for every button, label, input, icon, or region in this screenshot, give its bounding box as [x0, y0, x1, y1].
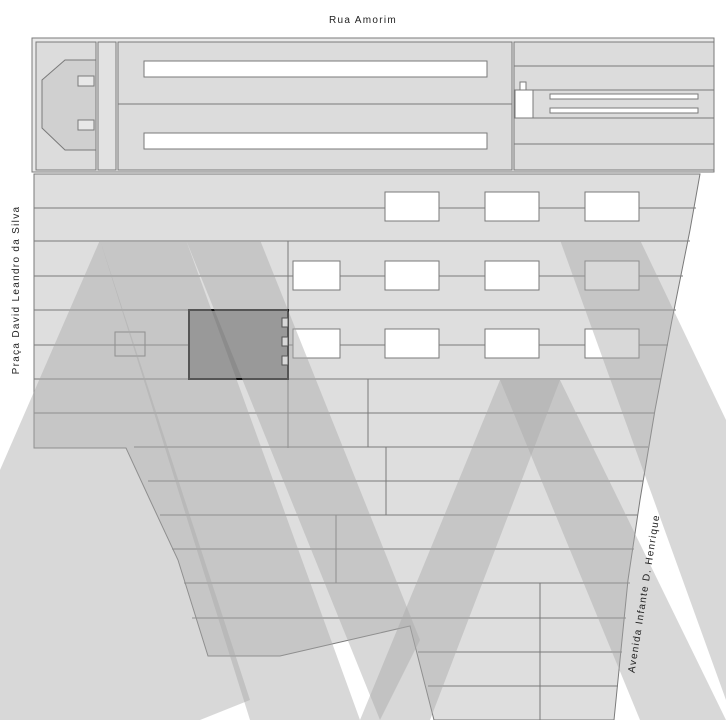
window — [292, 328, 341, 359]
selected-unit[interactable] — [188, 309, 289, 380]
window — [384, 328, 440, 359]
north-building — [31, 37, 715, 173]
window — [484, 260, 540, 291]
north-skylight-2 — [143, 132, 488, 150]
street-label-left: Praça David Leandro da Silva — [11, 206, 22, 375]
north-west-notch-2 — [77, 119, 95, 131]
window — [584, 191, 640, 222]
north-column-divider — [97, 41, 117, 171]
north-skylight-1 — [143, 60, 488, 78]
watermark-logo — [0, 240, 726, 720]
window — [584, 328, 640, 359]
interior-small-square — [114, 331, 146, 357]
selected-unit-notch — [281, 355, 289, 366]
north-east-skylight-1 — [549, 93, 699, 100]
north-east-stair — [514, 89, 534, 119]
window — [484, 328, 540, 359]
window — [384, 260, 440, 291]
window — [384, 191, 440, 222]
window — [584, 260, 640, 291]
north-east-block — [513, 41, 715, 171]
selected-unit-area[interactable] — [188, 309, 289, 380]
window-grid — [292, 191, 640, 359]
window — [484, 191, 540, 222]
north-east-skylight-2 — [549, 107, 699, 114]
selected-unit-notch — [281, 336, 289, 347]
window — [292, 260, 341, 291]
north-west-notch-1 — [77, 75, 95, 87]
north-east-stair-cap — [519, 81, 527, 91]
street-label-top: Rua Amorim — [329, 15, 397, 26]
selected-unit-notch — [281, 317, 289, 328]
